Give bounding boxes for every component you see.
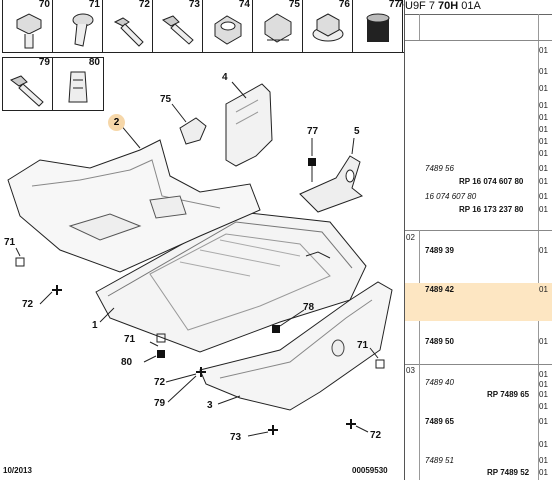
part-cell-73[interactable]: 73	[152, 0, 204, 53]
parts-list-panel: U9F 7 70H 01A 01 01 01 01 01 01 01 01 74…	[404, 0, 552, 480]
ref-row[interactable]: 7489 51	[425, 456, 454, 465]
part-cell-70[interactable]: 70	[2, 0, 54, 53]
underbody-shield-drawing	[7, 81, 393, 437]
callout-4[interactable]: 4	[222, 72, 228, 83]
column-divider	[419, 364, 420, 480]
group-number: 02	[406, 233, 415, 242]
ref-row[interactable]: 7489 39	[425, 246, 454, 255]
highlighted-row[interactable]	[405, 283, 552, 321]
callout-71[interactable]: 71	[357, 340, 369, 351]
spacer-icon	[366, 13, 390, 42]
part-cell-71[interactable]: 71	[52, 0, 104, 53]
part-cell-76[interactable]: 76	[302, 0, 354, 53]
callout-73[interactable]: 73	[230, 432, 242, 443]
clip-fastener-icon	[72, 13, 94, 47]
cage-nut-icon	[264, 13, 292, 43]
callout-75[interactable]: 75	[160, 94, 172, 105]
spring-clip-icon	[68, 71, 88, 103]
ref-row[interactable]: 7489 56	[425, 164, 454, 173]
ref-row[interactable]: RP 16 074 607 80	[459, 177, 524, 186]
panel-header: U9F 7 70H 01A	[405, 0, 552, 15]
part-cell-80[interactable]: 80	[52, 57, 104, 111]
callout-77[interactable]: 77	[307, 126, 319, 137]
callout-2-highlighted[interactable]: 2	[108, 114, 125, 131]
callout-72[interactable]: 72	[22, 299, 34, 310]
hex-nut-icon	[214, 15, 242, 45]
callout-78[interactable]: 78	[303, 302, 315, 313]
callout-3[interactable]: 3	[207, 400, 213, 411]
column-divider	[419, 14, 420, 40]
screw-icon	[161, 15, 194, 45]
exploded-diagram-panel: 70 71 72 73 74 75 76 77 78 79 80	[2, 0, 404, 475]
ref-row[interactable]: 16 074 607 80	[425, 192, 477, 201]
callout-71[interactable]: 71	[124, 334, 136, 345]
column-divider	[538, 14, 539, 480]
row-separator	[405, 364, 552, 365]
row-separator	[405, 230, 552, 231]
ref-row[interactable]: 7489 40	[425, 378, 454, 387]
ref-row[interactable]: RP 7489 65	[487, 390, 530, 399]
callout-72[interactable]: 72	[154, 377, 166, 388]
callout-79[interactable]: 79	[154, 398, 166, 409]
bolt-flange-icon	[16, 13, 42, 49]
callout-80[interactable]: 80	[121, 357, 133, 368]
part-cell-74[interactable]: 74	[202, 0, 254, 53]
callout-71[interactable]: 71	[4, 237, 16, 248]
ref-row[interactable]: 7489 65	[425, 417, 454, 426]
row-separator	[405, 40, 552, 41]
flange-nut-icon	[312, 13, 344, 42]
part-cell-78[interactable]: 78	[398, 0, 404, 53]
callout-1[interactable]: 1	[92, 320, 98, 331]
screw-icon	[113, 17, 144, 47]
ref-row-highlighted[interactable]: 7489 42	[425, 285, 454, 294]
footer-code: 00059530	[352, 466, 388, 475]
callout-5[interactable]: 5	[354, 126, 360, 137]
group-number: 03	[406, 366, 415, 375]
part-cell-75[interactable]: 75	[252, 0, 304, 53]
ref-row[interactable]: 7489 50	[425, 337, 454, 346]
footer-date: 10/2013	[3, 466, 32, 475]
ref-row[interactable]: RP 7489 52	[487, 468, 530, 477]
callout-72[interactable]: 72	[370, 430, 382, 441]
part-cell-77[interactable]: 77	[352, 0, 404, 53]
ref-row[interactable]: RP 16 173 237 80	[459, 205, 524, 214]
screw-icon	[9, 75, 44, 107]
part-cell-79[interactable]: 79	[2, 57, 54, 111]
